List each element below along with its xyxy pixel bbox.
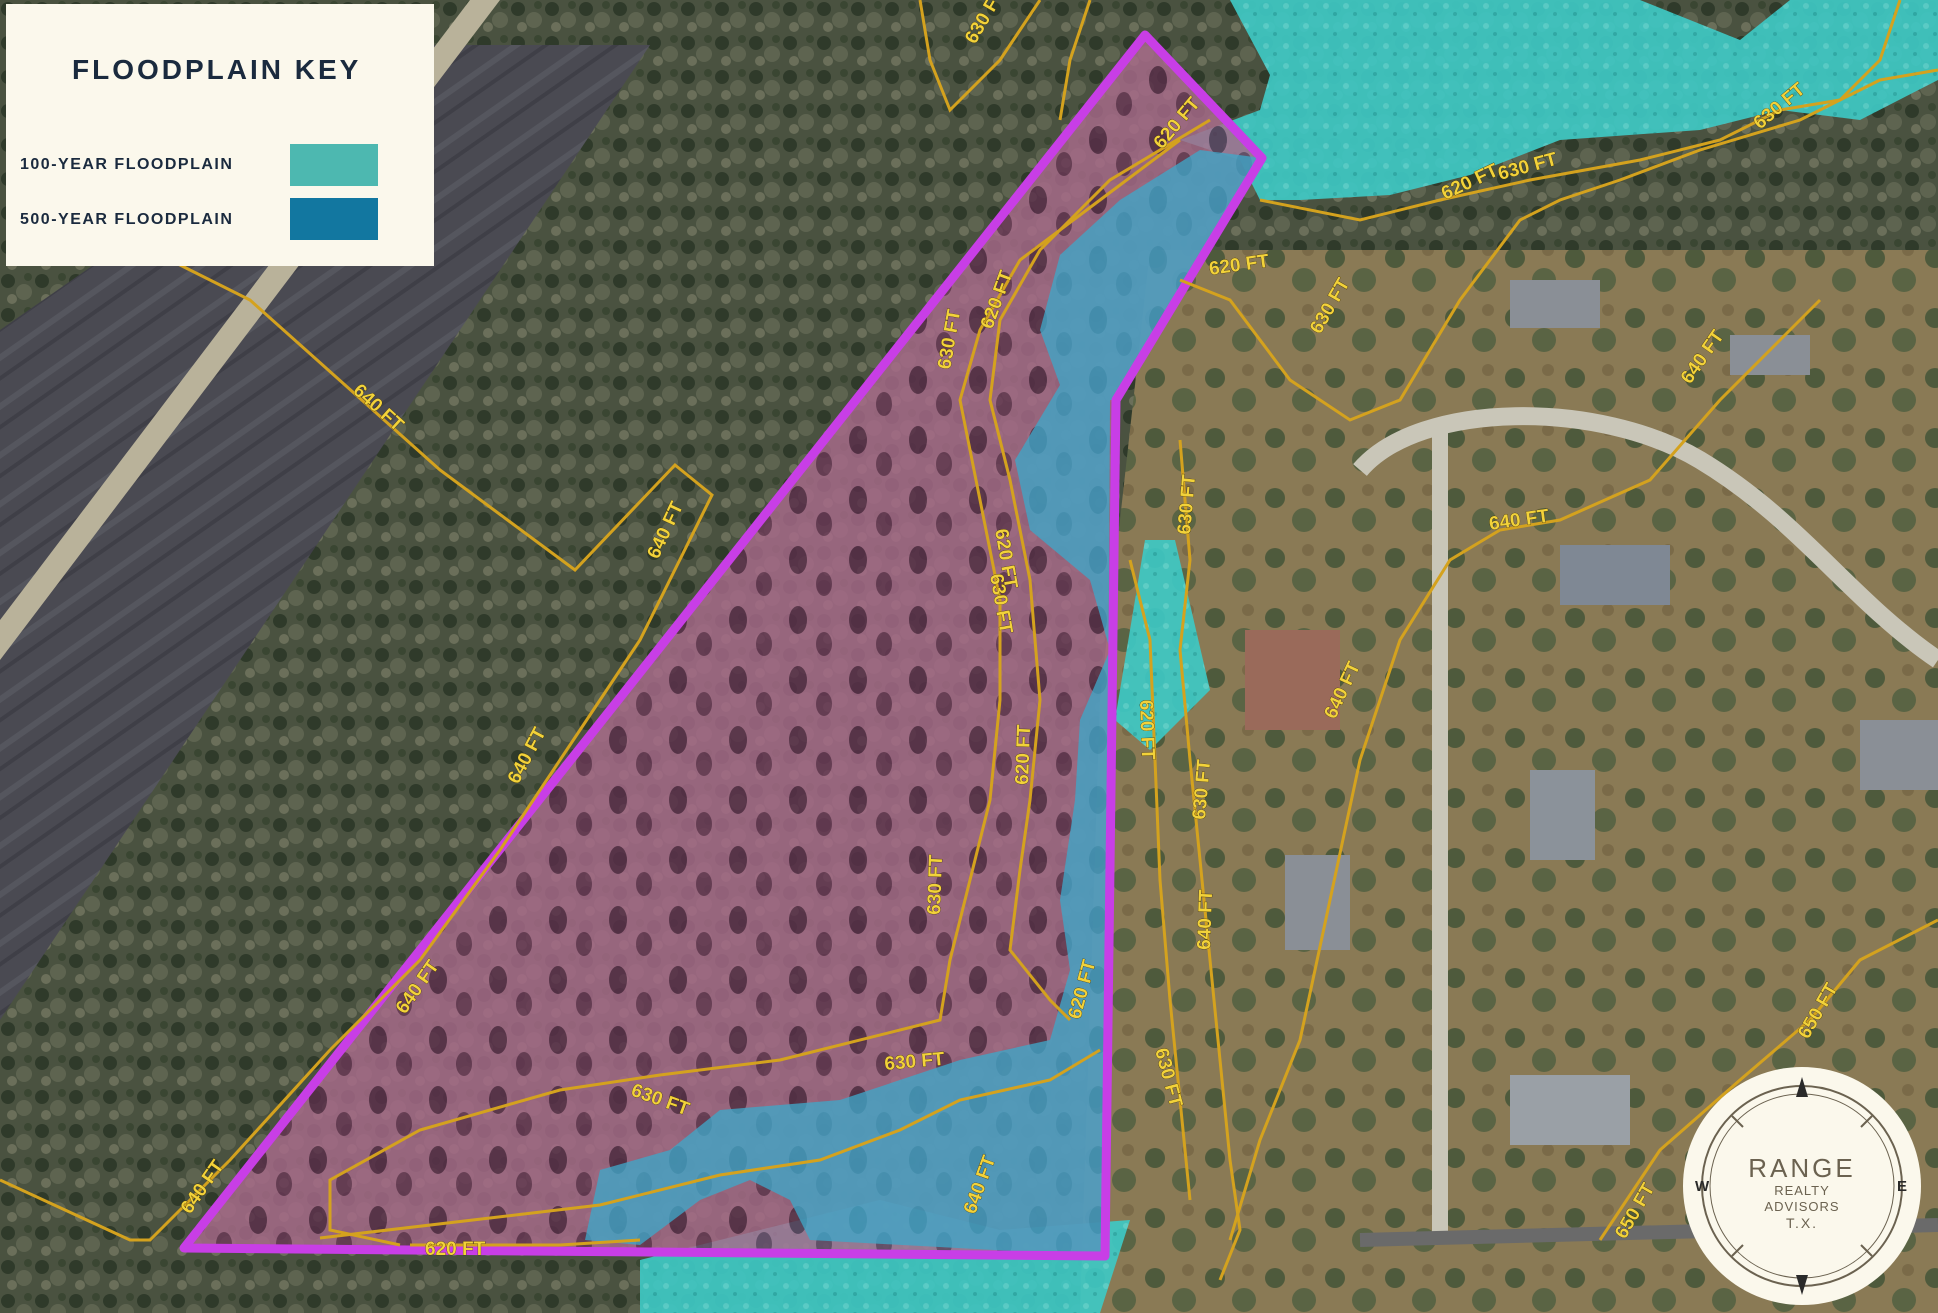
contour-650ft (1598, 918, 1938, 1241)
contour-label: 620 FT (1012, 724, 1035, 785)
logo-realty: REALTY (1774, 1183, 1830, 1198)
south-pointer-icon (1796, 1275, 1808, 1295)
house (1510, 1075, 1630, 1145)
residential-road (1353, 407, 1938, 668)
property-parcel[interactable] (184, 35, 1262, 1256)
contour-label: 620 FT (1135, 699, 1158, 760)
house (1510, 280, 1600, 328)
residential-area (1080, 250, 1938, 1313)
house (1245, 630, 1340, 730)
compass-west: W (1695, 1178, 1710, 1195)
contour-620ft (1128, 559, 1192, 1201)
contour-label: 620 FT (425, 1239, 486, 1260)
range-realty-compass-logo: W E RANGE REALTY ADVISORS T.X. (1683, 1067, 1921, 1305)
compass-rose-icon: W E (1695, 1077, 1907, 1295)
logo-tx: T.X. (1785, 1215, 1819, 1231)
key-title: FLOODPLAIN KEY (72, 54, 362, 85)
key-label-500-year: 500-YEAR FLOODPLAIN (20, 211, 234, 228)
compass-east: E (1897, 1178, 1907, 1195)
house (1530, 770, 1595, 860)
house (1285, 855, 1350, 950)
contour-620ft (319, 1048, 1101, 1240)
contour-640ft (0, 258, 714, 1242)
contour-640ft (1228, 298, 1822, 1241)
contour-630ft (918, 0, 1042, 113)
logo-range: RANGE (1748, 1153, 1856, 1183)
contour-label: 640 FT (1194, 889, 1217, 950)
contour-label: 630 FT (924, 854, 947, 915)
contour-620ft (988, 118, 1211, 1022)
floodplain-key-panel: FLOODPLAIN KEY 100-YEAR FLOODPLAIN 500-Y… (6, 4, 434, 266)
key-swatch-500-year (290, 198, 378, 240)
key-label-100-year: 100-YEAR FLOODPLAIN (20, 156, 234, 173)
key-swatch-100-year (290, 144, 378, 186)
north-pointer-icon (1796, 1077, 1808, 1097)
contour-630ft (1178, 439, 1242, 1281)
floodplain-500-year[interactable] (585, 150, 1262, 1256)
house (1730, 335, 1810, 375)
farm-field (0, 45, 650, 1020)
contour-620ft (1259, 0, 1902, 222)
contour-630ft (410, 1238, 641, 1247)
floodplain-100-year[interactable] (1180, 0, 1938, 200)
contour-lines (0, 0, 1938, 1281)
contour-630ft (328, 138, 1181, 1247)
house (1860, 720, 1938, 790)
house (1560, 545, 1670, 605)
contour-640ft (1058, 0, 1092, 121)
property-boundary[interactable] (179, 30, 1267, 1261)
logo-advisors: ADVISORS (1764, 1199, 1840, 1214)
contour-label: 630 FT (884, 1049, 946, 1075)
contour-630ft (1179, 68, 1938, 422)
